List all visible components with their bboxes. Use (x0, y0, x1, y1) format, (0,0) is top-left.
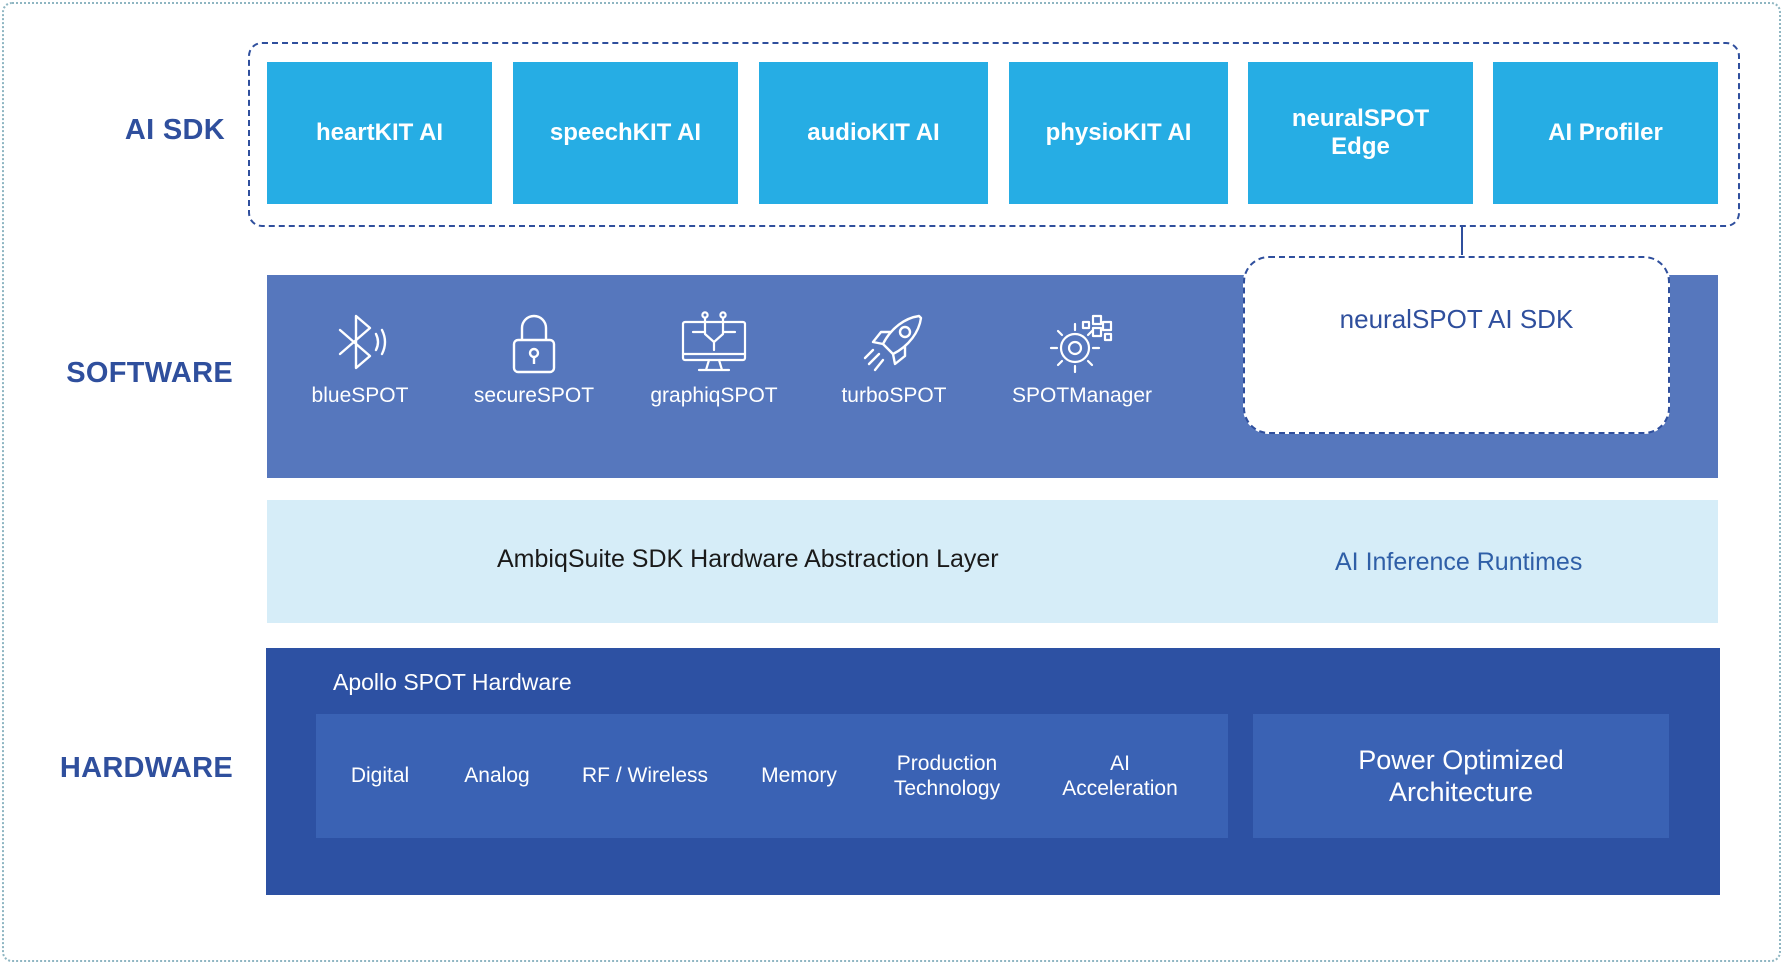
ai-sdk-speechkit-label: speechKIT AI (549, 118, 702, 146)
hardware-item-analog: Analog (447, 714, 547, 838)
software-item-bluespot: blueSPOT (275, 310, 445, 408)
layer-label-software: SOFTWARE (66, 357, 233, 389)
software-item-label: secureSPOT (473, 384, 595, 407)
sdk-connector-line (1461, 227, 1463, 255)
bluetooth-icon (338, 314, 387, 370)
hal-band (267, 500, 1718, 623)
neuralspot-ai-sdk-box: neuralSPOT AI SDK (1243, 256, 1670, 434)
gear-icon (1049, 314, 1113, 374)
ai-sdk-speechkit: speechKIT AI (513, 62, 738, 204)
software-item-label: blueSPOT (311, 384, 409, 407)
ai-sdk-group (248, 42, 1740, 227)
ai-sdk-audiokit-label: audioKIT AI (807, 118, 940, 146)
ai-sdk-physiokit-label: physioKIT AI (1045, 118, 1192, 146)
lock-icon (512, 314, 556, 374)
layer-label-ai-sdk: AI SDK (124, 114, 225, 146)
ai-sdk-neuralspot-edge: neuralSPOT Edge (1248, 62, 1473, 204)
hardware-title: Apollo SPOT Hardware (333, 669, 572, 695)
display-icon (681, 311, 747, 372)
neuralspot-ai-sdk-label: neuralSPOT AI SDK (1339, 304, 1574, 334)
ai-sdk-heartkit-label: heartKIT AI (315, 118, 444, 146)
ai-sdk-neuralspot-edge-label: neuralSPOT Edge (1291, 104, 1430, 160)
ai-sdk-audiokit: audioKIT AI (759, 62, 988, 204)
hardware-item-label: Digital (350, 764, 410, 788)
hardware-components-panel (316, 714, 1228, 838)
software-item-spotmanager: SPOTManager (997, 310, 1167, 408)
software-item-securespot: secureSPOT (449, 310, 619, 408)
hardware-item-digital: Digital (330, 714, 430, 838)
power-optimized-architecture-label: Power Optimized Architecture (1358, 744, 1564, 807)
software-item-turbospot: turboSPOT (809, 310, 979, 408)
layer-label-hardware: HARDWARE (59, 752, 233, 784)
hardware-item-label: Memory (761, 764, 837, 788)
ai-sdk-physiokit: physioKIT AI (1009, 62, 1228, 204)
ai-sdk-ai-profiler-label: AI Profiler (1548, 118, 1663, 146)
software-item-label: SPOTManager (1011, 384, 1153, 407)
hardware-item-memory: Memory (749, 714, 849, 838)
ai-inference-runtimes-label: AI Inference Runtimes (1335, 548, 1583, 576)
hardware-item-label: RF / Wireless (582, 764, 708, 788)
hardware-item-label: AI Acceleration (1062, 751, 1178, 800)
hal-label: AmbiqSuite SDK Hardware Abstraction Laye… (497, 545, 999, 573)
hardware-item-production-technology: Production Technology (877, 714, 1017, 838)
hardware-item-rf-wireless: RF / Wireless (570, 714, 720, 838)
software-item-label: turboSPOT (841, 384, 947, 407)
software-item-label: graphiqSPOT (650, 384, 778, 407)
hardware-item-label: Production Technology (893, 751, 1001, 800)
software-item-graphiqspot: graphiqSPOT (629, 310, 799, 408)
rocket-icon (863, 314, 923, 372)
ai-sdk-ai-profiler: AI Profiler (1493, 62, 1718, 204)
hardware-item-label: Analog (464, 764, 530, 788)
hardware-item-ai-acceleration: AI Acceleration (1040, 714, 1200, 838)
power-optimized-architecture: Power Optimized Architecture (1253, 714, 1669, 838)
ai-sdk-heartkit: heartKIT AI (267, 62, 492, 204)
